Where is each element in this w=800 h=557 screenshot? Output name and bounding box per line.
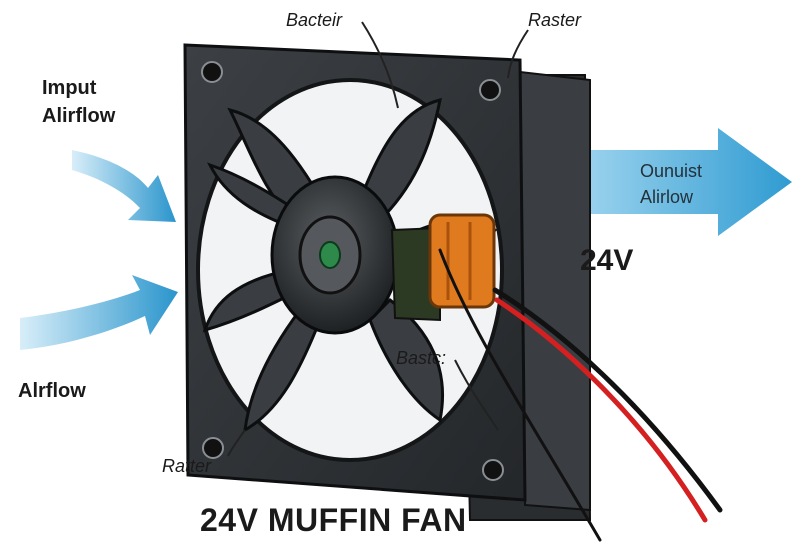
voltage-label: 24V — [580, 244, 634, 277]
top-right-label: Raster — [528, 10, 582, 30]
airflow-label: Alrflow — [18, 380, 86, 402]
capacitor — [428, 213, 496, 309]
middle-bearing-label: Bastc: — [396, 348, 447, 368]
output-airflow-label: Ounuist Alirlow — [640, 161, 703, 207]
top-bearing-label: Bacteir — [286, 10, 343, 30]
fan-frame-rear-edge — [518, 70, 591, 512]
input-airflow-label: Imput Alirflow — [42, 77, 116, 127]
input-airflow-arrow-upper — [72, 150, 176, 222]
label-leader-lines — [227, 21, 529, 457]
bottom-left-label: Ratter — [162, 456, 212, 476]
mounting-holes — [201, 61, 504, 481]
diagram-title: 24V MUFFIN FAN — [200, 502, 467, 538]
fan-wires — [438, 248, 723, 542]
motor-board — [390, 226, 441, 322]
hub-center — [319, 241, 341, 269]
input-airflow-arrow-lower — [20, 275, 178, 350]
output-airflow-arrow — [576, 128, 792, 236]
